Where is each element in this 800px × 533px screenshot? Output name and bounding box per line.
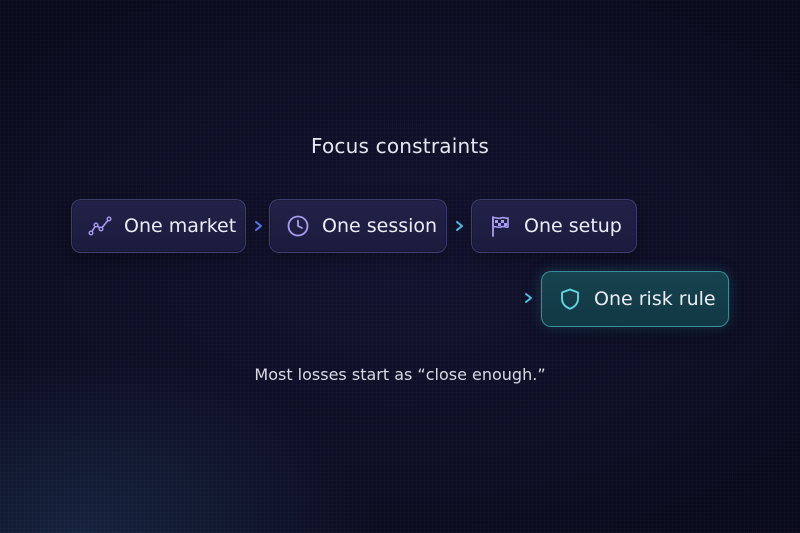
step-one-market: One market [71, 199, 246, 253]
trend-line-icon [88, 214, 112, 238]
tagline: Most losses start as “close enough.” [254, 365, 546, 384]
step-label: One session [322, 215, 438, 237]
step-label: One setup [524, 215, 622, 237]
clock-icon [286, 214, 310, 238]
page-title: Focus constraints [310, 134, 490, 158]
chevron-right-icon [255, 221, 262, 231]
step-label: One market [124, 215, 237, 237]
flag-icon [488, 214, 512, 238]
step-label: One risk rule [594, 288, 716, 310]
step-one-setup: One setup [471, 199, 637, 253]
step-one-risk-rule: One risk rule [541, 271, 729, 327]
shield-icon [558, 287, 582, 311]
chevron-right-icon [456, 221, 463, 231]
step-one-session: One session [269, 199, 447, 253]
chevron-right-icon [525, 293, 532, 303]
